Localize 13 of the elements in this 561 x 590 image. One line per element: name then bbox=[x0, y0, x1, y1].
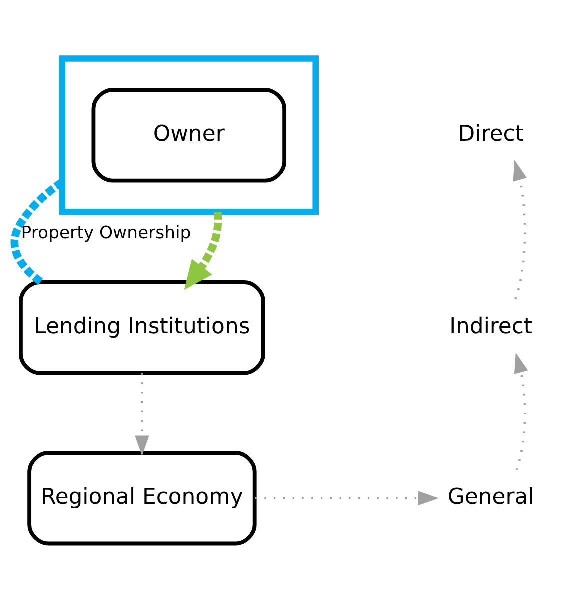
node-text: Direct bbox=[458, 122, 524, 148]
node-text: General bbox=[448, 485, 534, 510]
arrow bbox=[513, 160, 528, 300]
arrow bbox=[184, 212, 222, 290]
arrow bbox=[135, 373, 150, 456]
node-text: Indirect bbox=[450, 314, 533, 340]
cluster bbox=[59, 56, 319, 216]
node-box: Owner bbox=[92, 88, 287, 183]
arrow bbox=[514, 352, 528, 470]
arrow bbox=[255, 491, 439, 506]
node-box: Regional Economy bbox=[28, 451, 257, 546]
node-box: Lending Institutions bbox=[19, 280, 266, 376]
edge-label: Property Ownership bbox=[21, 223, 192, 244]
